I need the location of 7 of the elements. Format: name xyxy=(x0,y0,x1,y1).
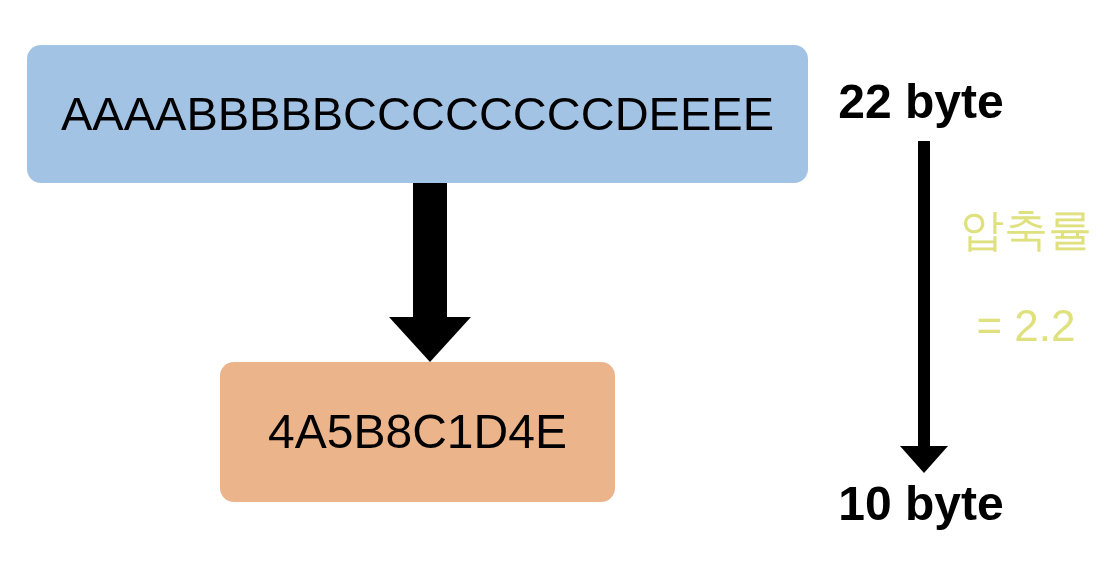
size-label: 22 byte xyxy=(836,73,1006,131)
rounded-box: AAAABBBBBCCCCCCCCDEEEE xyxy=(27,45,808,183)
arrow xyxy=(900,141,948,473)
rounded-box: 4A5B8C1D4E xyxy=(220,362,615,502)
arrow xyxy=(389,183,471,362)
edge-label: 압축률 = 2.2 xyxy=(959,204,1093,352)
size-label: 10 byte xyxy=(836,475,1006,533)
